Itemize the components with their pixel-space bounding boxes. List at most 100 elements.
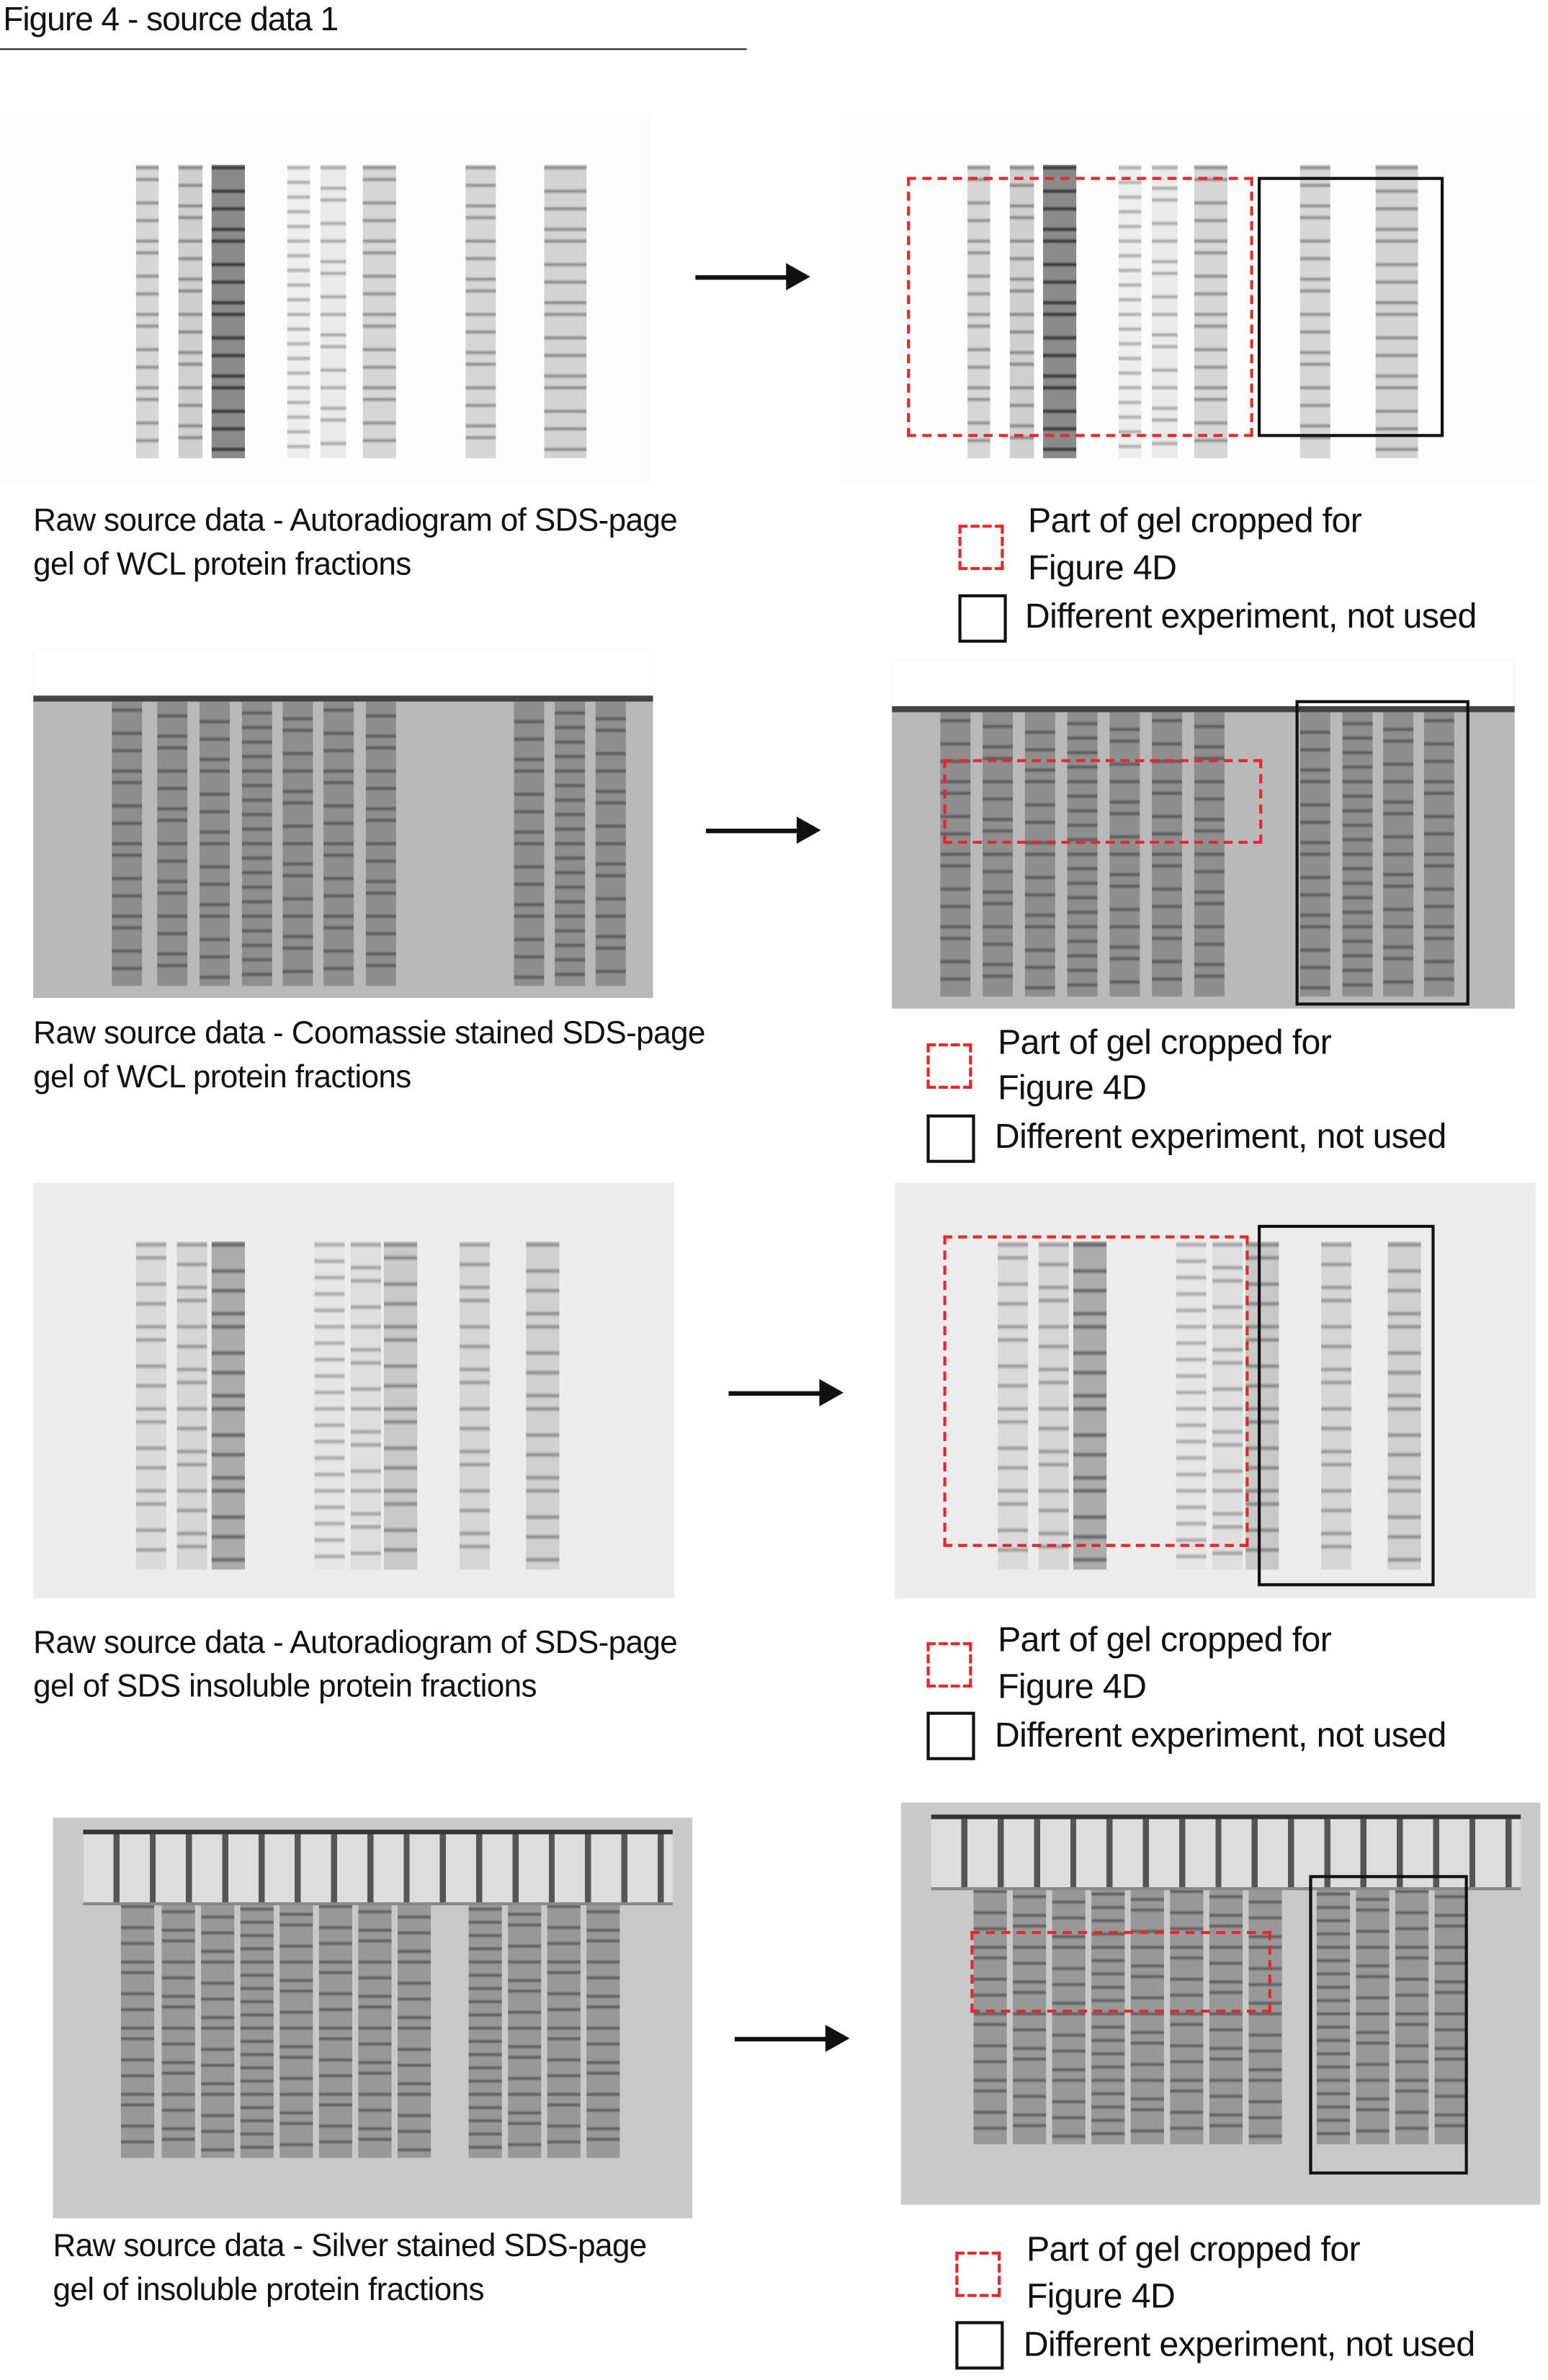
gel-lane	[1299, 165, 1330, 458]
gel-lane	[362, 165, 396, 458]
gel-lane	[135, 165, 159, 458]
gel-lane	[1434, 1878, 1468, 2144]
unused-region-box	[1309, 1875, 1468, 2175]
annotated-gel-silver-insoluble	[900, 1802, 1541, 2205]
gel-lane	[201, 1893, 235, 2158]
gel-lane	[1152, 706, 1183, 997]
caption: Raw source data - Silver stained SDS-pag…	[53, 2224, 647, 2312]
gel-lane	[323, 695, 354, 986]
gel-lane	[1067, 706, 1098, 997]
gel-lane	[178, 165, 203, 458]
gel-lane	[544, 165, 587, 458]
gel-lane	[397, 1893, 431, 2158]
annotated-gel-autoradiogram-insoluble	[895, 1182, 1536, 1599]
legend-unused-label: Different experiment, not used	[1023, 2324, 1475, 2364]
gel-lane	[1387, 1240, 1421, 1569]
legend-crop-label: Part of gel cropped for	[1026, 2229, 1361, 2268]
unused-region-box	[1258, 177, 1444, 437]
legend-crop-swatch	[955, 2251, 1001, 2297]
gel-lane	[279, 1893, 313, 2158]
gel-lane	[1375, 165, 1418, 458]
title-underline	[0, 48, 747, 50]
legend-crop-swatch	[958, 525, 1004, 571]
gel-lane	[1009, 165, 1034, 458]
gel-lane	[547, 1893, 581, 2158]
gel-lane	[465, 165, 496, 458]
gel-lane	[508, 1893, 542, 2158]
gel-lane	[350, 1240, 381, 1569]
raw-gel-autoradiogram-wcl	[0, 113, 650, 484]
gel-lane	[1356, 1878, 1390, 2144]
gel-lane	[1118, 165, 1142, 458]
gel-lane	[967, 165, 990, 458]
legend-crop-label: Figure 4D	[1026, 2276, 1176, 2315]
raw-gel-autoradiogram-insoluble	[33, 1182, 674, 1599]
gel-wells	[83, 1829, 673, 1906]
arrow-icon	[706, 816, 821, 844]
unused-region-box	[1258, 1224, 1435, 1587]
figure-title: Figure 4 - source data 1	[3, 0, 339, 38]
caption-line: gel of insoluble protein fractions	[53, 2273, 484, 2308]
gel-lane	[241, 695, 272, 986]
gel-lane	[1073, 1240, 1107, 1569]
caption-line: gel of WCL protein fractions	[33, 1060, 411, 1095]
caption: Raw source data - Coomassie stained SDS-…	[33, 1012, 705, 1100]
gel-lane	[365, 695, 396, 986]
legend-unused-swatch	[955, 2321, 1004, 2370]
legend-crop-swatch	[926, 1642, 972, 1688]
crop-region-box	[907, 177, 1253, 437]
caption-line: gel of SDS insoluble protein fractions	[33, 1669, 537, 1705]
gel-lane	[514, 695, 545, 986]
gel-lane	[1245, 1240, 1279, 1569]
arrow-icon	[695, 263, 810, 290]
gel-lane	[200, 695, 230, 986]
legend-crop-label: Figure 4D	[998, 1666, 1147, 1706]
gel-lane	[1299, 706, 1330, 997]
unused-region-box	[1295, 700, 1469, 1006]
caption-line: Raw source data - Autoradiogram of SDS-p…	[33, 1625, 678, 1661]
gel-lane	[1383, 706, 1414, 997]
caption-line: Raw source data - Coomassie stained SDS-…	[33, 1016, 705, 1051]
legend-crop-label: Part of gel cropped for	[1028, 500, 1362, 540]
gel-lane	[586, 1893, 620, 2158]
crop-region-box	[943, 1235, 1249, 1547]
crop-region-box	[970, 1930, 1271, 2013]
gel-lane	[384, 1240, 418, 1569]
gel-lane	[1176, 1240, 1207, 1569]
gel-lane	[459, 1240, 490, 1569]
gel-lane	[998, 1240, 1029, 1569]
raw-gel-silver-insoluble	[53, 1817, 693, 2219]
legend-unused-label: Different experiment, not used	[994, 1714, 1446, 1755]
gel-lane	[1342, 706, 1373, 997]
arrow-icon	[734, 2025, 850, 2052]
gel-lane	[287, 165, 310, 458]
gel-lane	[157, 695, 188, 986]
legend-unused-swatch	[926, 1114, 975, 1163]
gel-lane	[120, 1893, 155, 2158]
gel-lane	[282, 695, 313, 986]
legend-crop-label: Figure 4D	[1028, 547, 1177, 587]
gel-lane	[1043, 165, 1077, 458]
gel-lane	[1194, 706, 1225, 997]
legend-crop-label: Figure 4D	[998, 1067, 1147, 1107]
gel-lane	[176, 1240, 207, 1569]
gel-lane	[1024, 706, 1055, 997]
crop-region-box	[943, 759, 1263, 844]
gel-lane	[983, 706, 1014, 997]
annotated-gel-coomassie-wcl	[892, 661, 1515, 1009]
arrow-icon	[728, 1378, 844, 1407]
caption-line: Raw source data - Autoradiogram of SDS-p…	[33, 503, 678, 539]
legend-unused-label: Different experiment, not used	[1024, 595, 1477, 636]
caption-line: Raw source data - Silver stained SDS-pag…	[53, 2229, 647, 2264]
annotated-gel-autoradiogram-wcl	[838, 113, 1542, 484]
gel-lane	[135, 1240, 166, 1569]
gel-lane	[1038, 1240, 1069, 1569]
gel-lane	[526, 1240, 560, 1569]
gel-lane	[1152, 165, 1178, 458]
legend-crop-label: Part of gel cropped for	[998, 1022, 1332, 1062]
gel-top-edge	[33, 650, 653, 702]
gel-lane	[595, 695, 626, 986]
gel-lane	[314, 1240, 345, 1569]
gel-lane	[1395, 1878, 1429, 2144]
